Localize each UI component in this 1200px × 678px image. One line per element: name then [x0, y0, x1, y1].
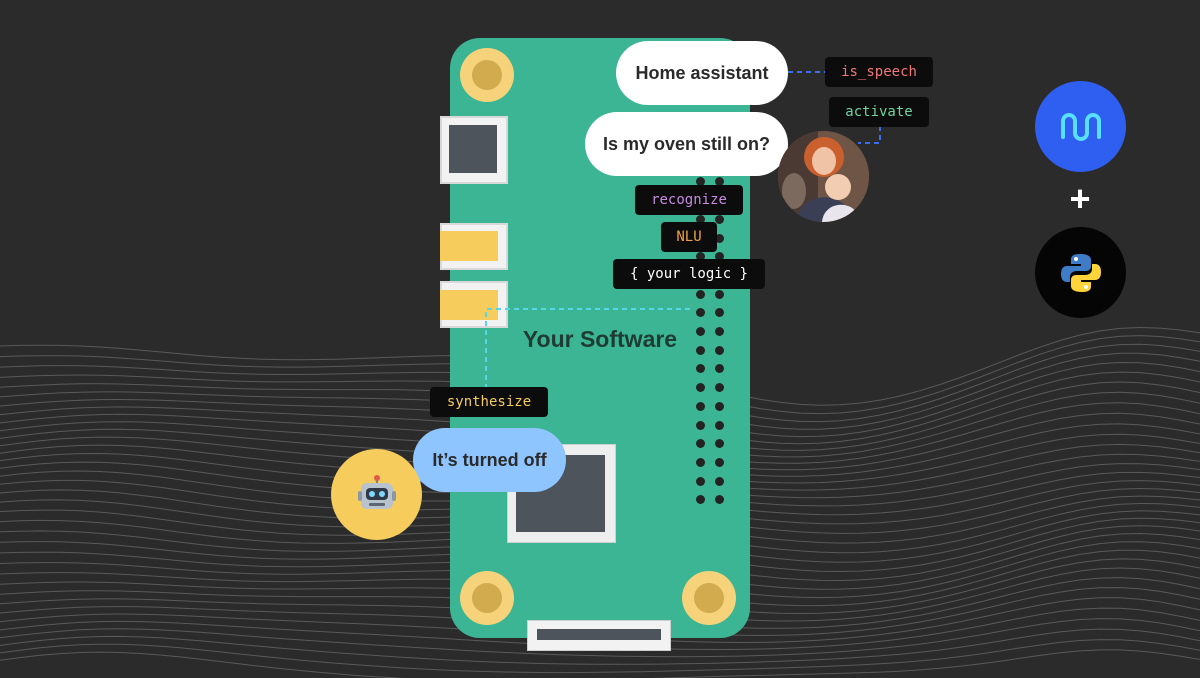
gpio-pin	[715, 327, 724, 336]
gpio-pin	[715, 252, 724, 262]
gpio-pin	[696, 214, 705, 224]
board-title: Your Software	[522, 326, 678, 352]
gpio-pin	[715, 233, 724, 243]
python-logo	[1035, 227, 1126, 318]
mounting-hole-top-left	[460, 48, 514, 102]
gpio-pin	[696, 177, 705, 187]
gpio-pin	[696, 383, 705, 393]
gpio-pin	[715, 495, 724, 505]
is-speech-tag: is_speech	[825, 57, 933, 87]
gpio-pin	[715, 364, 724, 374]
gpio-pin	[696, 495, 705, 505]
wave-line	[0, 639, 1200, 674]
port-connector-2	[440, 281, 508, 328]
gpio-pin	[715, 401, 724, 411]
answer-bubble: It’s turned off	[413, 428, 566, 492]
activate-tag: activate	[829, 97, 929, 127]
home-assistant-bubble: Home assistant	[616, 41, 788, 105]
robot-icon	[357, 474, 396, 509]
synthesize-tag: synthesize	[430, 387, 548, 417]
question-bubble: Is my oven still on?	[585, 112, 788, 176]
gpio-pin	[696, 289, 705, 299]
gpio-pin	[715, 476, 724, 486]
recognize-tag: recognize	[635, 185, 743, 215]
nlu-tag: NLU	[661, 222, 717, 252]
gpio-pin	[696, 439, 705, 449]
gpio-pin	[715, 177, 724, 187]
user-photo-avatar	[778, 131, 869, 222]
gpio-pin	[715, 383, 724, 393]
mounting-hole-bottom-right	[682, 571, 736, 625]
wave-line	[0, 618, 1200, 658]
gpio-pin	[696, 308, 705, 318]
gpio-pin	[696, 345, 705, 355]
camera-connector	[440, 116, 508, 184]
mounting-hole-bottom-left	[460, 571, 514, 625]
brand-logo	[1035, 81, 1126, 172]
robot-avatar	[331, 449, 422, 540]
gpio-pin	[696, 420, 705, 430]
gpio-pin	[715, 439, 724, 449]
plus-icon: +	[1069, 178, 1091, 219]
gpio-pin	[715, 345, 724, 355]
gpio-pin	[696, 401, 705, 411]
gpio-pin	[715, 420, 724, 430]
gpio-pin	[696, 327, 705, 336]
gpio-pin	[696, 476, 705, 486]
wave-line	[0, 628, 1200, 665]
usb-connector	[527, 620, 671, 651]
gpio-pin	[715, 214, 724, 224]
wave-logo-icon	[1060, 112, 1101, 141]
python-logo-icon	[1060, 253, 1101, 292]
port-connector-1	[440, 223, 508, 270]
gpio-pin	[696, 364, 705, 374]
gpio-pin	[715, 308, 724, 318]
logic-tag: { your logic }	[613, 259, 765, 289]
gpio-pin	[715, 457, 724, 467]
gpio-pin	[715, 289, 724, 299]
gpio-pin	[696, 252, 705, 262]
gpio-pin	[696, 457, 705, 467]
wave-line	[0, 649, 1200, 678]
